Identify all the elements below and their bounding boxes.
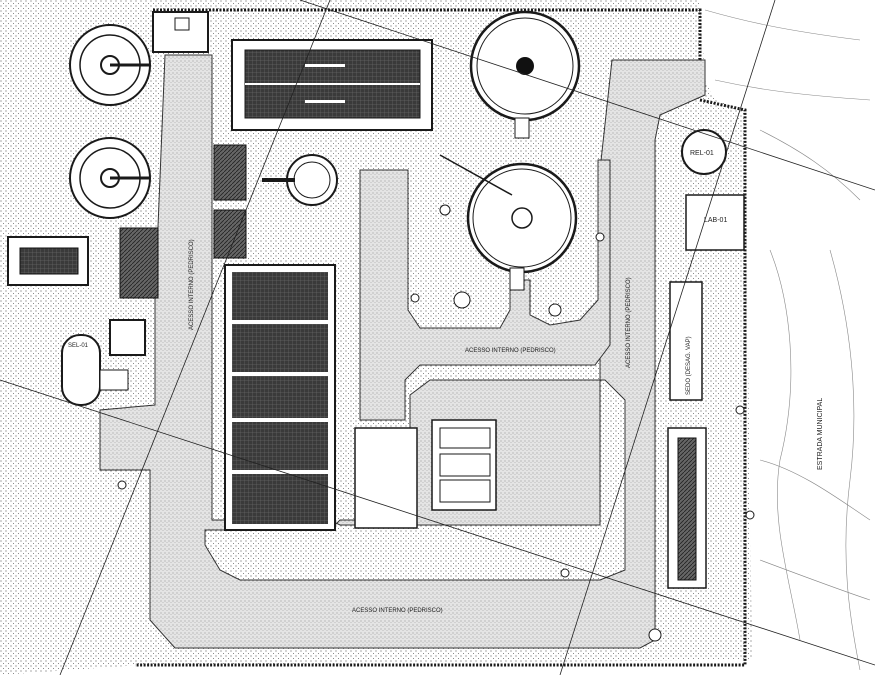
- access-label-left: ACESSO INTERNO (PEDRISCO): [189, 239, 195, 330]
- inner-loop-road: [359, 159, 611, 421]
- lower-beds: [431, 419, 497, 511]
- lab-label: LAB-01: [704, 217, 727, 224]
- rel-tank: REL-01: [681, 129, 727, 175]
- road-label: ESTRADA MUNICIPAL: [817, 398, 824, 470]
- clarifier-2: [69, 137, 151, 219]
- access-label-bottom: ACESSO INTERNO (PEDRISCO): [352, 608, 443, 614]
- valve-box: [109, 319, 146, 356]
- desag-building: SEDO (DESAG. VAP): [669, 281, 703, 401]
- rel-label: REL-01: [690, 150, 714, 157]
- settling-tank: [439, 154, 578, 291]
- gate-building: [667, 427, 707, 589]
- clarifier-1: [69, 24, 151, 106]
- drying-beds: [224, 264, 336, 531]
- contour-lines: [704, 9, 871, 671]
- aeration-tank: [231, 39, 433, 131]
- sel-label: SEL-01: [68, 343, 89, 349]
- warehouse: [354, 427, 418, 529]
- access-label-right: ACESSO INTERNO (PEDRISCO): [626, 277, 632, 368]
- lab-building: LAB-01: [685, 194, 745, 251]
- trees: [117, 204, 755, 642]
- access-label-inner: ACESSO INTERNO (PEDRISCO): [465, 348, 556, 354]
- sel-structure: SEL-01: [61, 334, 129, 406]
- thickener-tank: [262, 154, 338, 206]
- desag-label: SEDO (DESAG. VAP): [686, 336, 692, 395]
- reactor-tank: [469, 10, 581, 139]
- filter-block-1: [213, 144, 247, 201]
- filter-block-3: [119, 227, 159, 299]
- pump-house: [152, 11, 209, 53]
